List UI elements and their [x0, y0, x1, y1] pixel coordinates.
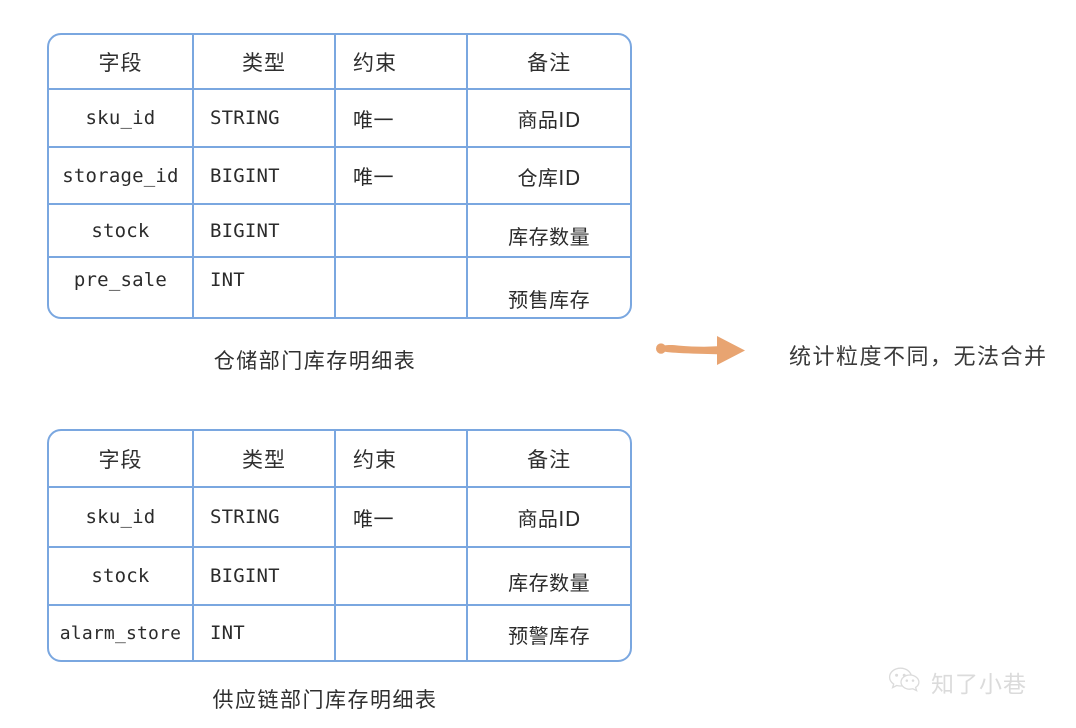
column-header-note: 备注: [527, 447, 572, 472]
cell-constraint: 唯一: [336, 148, 469, 203]
warehouse-inventory-table: 字段 类型 约束 备注 sku_id STRING 唯一 商品ID storag…: [47, 33, 632, 319]
table-row: stock BIGINT 库存数量: [49, 205, 630, 258]
cell-field: sku_id: [49, 90, 194, 146]
table-header-row: 字段 类型 约束 备注: [49, 431, 630, 488]
cell-note: 预警库存: [508, 623, 591, 648]
right-arrow-icon: [655, 330, 755, 372]
cell-type: INT: [194, 258, 337, 317]
table-header-row: 字段 类型 约束 备注: [49, 35, 630, 90]
cell-field: stock: [49, 548, 194, 604]
cell-constraint: [336, 258, 469, 317]
cell-constraint: 唯一: [336, 488, 469, 546]
cell-field: pre_sale: [49, 258, 194, 317]
cell-note: 仓库ID: [517, 166, 581, 190]
supply-chain-inventory-table: 字段 类型 约束 备注 sku_id STRING 唯一 商品ID stock …: [47, 429, 632, 662]
cell-constraint: [336, 205, 469, 256]
table-row: pre_sale INT 预售库存: [49, 258, 630, 317]
supply-chain-table-caption: 供应链部门库存明细表: [212, 688, 438, 712]
cell-constraint: 唯一: [336, 90, 469, 146]
cell-note: 商品ID: [517, 506, 581, 531]
column-header-field: 字段: [49, 35, 194, 88]
cell-field: storage_id: [49, 148, 194, 203]
cell-note: 商品ID: [517, 107, 581, 132]
table-row: alarm_store INT 预警库存: [49, 606, 630, 660]
watermark-text: 知了小巷: [931, 672, 1027, 698]
column-header-constraint: 约束: [336, 431, 469, 486]
wechat-icon: [888, 666, 922, 698]
cell-note: 库存数量: [508, 570, 591, 595]
column-header-type: 类型: [194, 35, 336, 88]
cell-constraint: [336, 606, 469, 660]
cell-field: sku_id: [49, 488, 194, 546]
cell-type: BIGINT: [194, 548, 337, 604]
watermark: 知了小巷: [888, 665, 1027, 699]
cell-type: INT: [194, 606, 337, 660]
supply-chain-inventory-table-block: 字段 类型 约束 备注 sku_id STRING 唯一 商品ID stock …: [47, 429, 632, 662]
warehouse-table-caption: 仓储部门库存明细表: [213, 349, 417, 373]
table-row: storage_id BIGINT 唯一 仓库ID: [49, 148, 630, 205]
cell-field: stock: [49, 205, 194, 256]
cell-constraint: [336, 548, 469, 604]
cell-note: 预售库存: [508, 288, 591, 312]
table-row: sku_id STRING 唯一 商品ID: [49, 488, 630, 548]
table-row: stock BIGINT 库存数量: [49, 548, 630, 606]
column-header-field: 字段: [49, 431, 194, 486]
annotation-text: 统计粒度不同，无法合并: [789, 345, 1048, 370]
table-row: sku_id STRING 唯一 商品ID: [49, 90, 630, 148]
column-header-constraint: 约束: [336, 35, 469, 88]
cell-type: BIGINT: [194, 205, 337, 256]
cell-type: STRING: [194, 488, 337, 546]
column-header-note: 备注: [527, 50, 572, 75]
warehouse-inventory-table-block: 字段 类型 约束 备注 sku_id STRING 唯一 商品ID storag…: [47, 33, 632, 319]
cell-note: 库存数量: [508, 225, 591, 249]
cell-type: BIGINT: [194, 148, 337, 203]
cell-type: STRING: [194, 90, 337, 146]
cell-field: alarm_store: [49, 606, 194, 660]
column-header-type: 类型: [194, 431, 336, 486]
